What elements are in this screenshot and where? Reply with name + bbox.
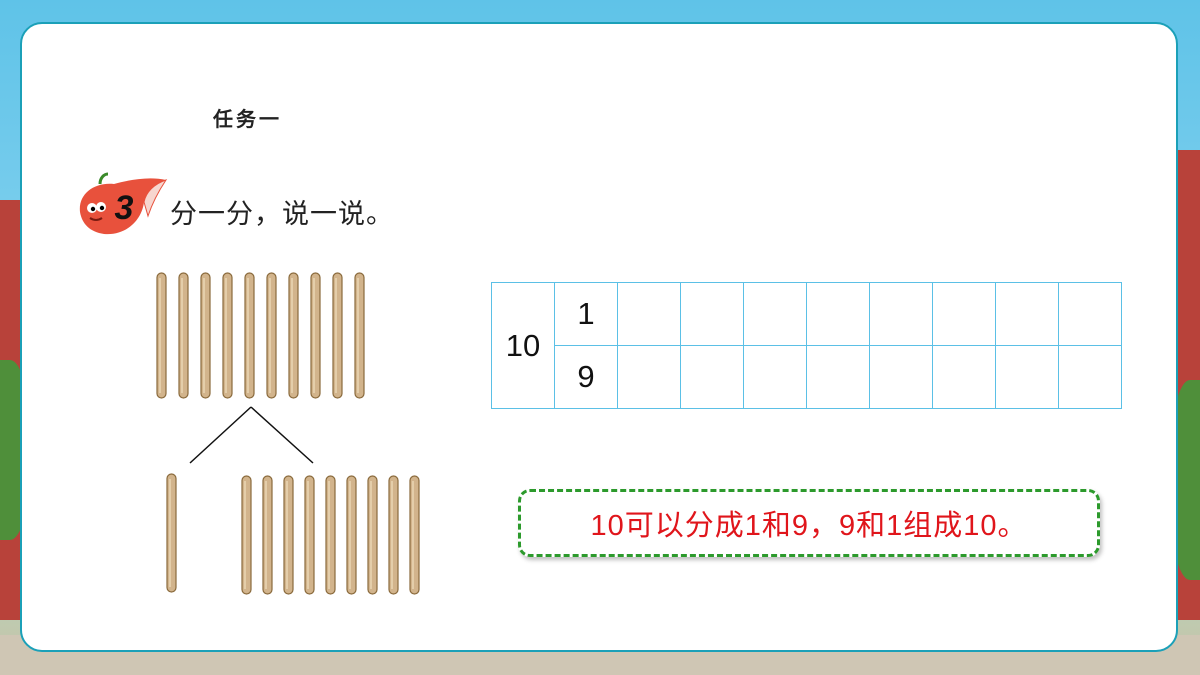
conclusion-statement-box: 10可以分成1和9，9和1组成10。 [518,489,1100,557]
counting-stick [332,272,343,399]
grid-row-top: 10 1 [491,282,1122,409]
right-stick-group [241,475,420,595]
counting-stick [288,272,299,399]
counting-stick [283,475,294,595]
grid-empty-cell[interactable] [869,282,933,346]
split-line-left [189,406,252,464]
counting-sticks-illustration [156,272,420,595]
decomposition-grid: 10 1 9 [491,282,1122,409]
counting-stick [409,475,420,595]
counting-stick [222,272,233,399]
counting-stick [304,475,315,595]
grid-empty-cell[interactable] [932,345,996,409]
grid-empty-cell[interactable] [680,345,744,409]
grid-row-bottom: 9 [492,345,1122,409]
split-line-right [250,406,314,464]
grid-empty-cell[interactable] [743,345,807,409]
top-stick-bundle [156,272,365,399]
grid-empty-cell[interactable] [995,282,1059,346]
grid-empty-cell[interactable] [995,345,1059,409]
grid-cell-part-bottom: 9 [554,345,618,409]
grid-cell-whole: 10 [491,282,555,409]
grid-empty-cell[interactable] [869,345,933,409]
grid-empty-cell[interactable] [1058,345,1122,409]
grid-empty-cell[interactable] [806,345,870,409]
counting-stick [266,272,277,399]
counting-stick [178,272,189,399]
counting-stick [310,272,321,399]
task-title: 任务一 [213,107,282,131]
conclusion-statement-text: 10可以分成1和9，9和1组成10。 [590,510,1028,542]
counting-stick [166,473,177,593]
counting-stick [200,272,211,399]
grid-cell-part-top: 1 [554,282,618,346]
grid-empty-cell[interactable] [1058,282,1122,346]
counting-stick [388,475,399,595]
counting-stick [325,475,336,595]
grid-empty-cell[interactable] [680,282,744,346]
counting-stick [346,475,357,595]
grid-empty-cell[interactable] [617,345,681,409]
counting-stick [367,475,378,595]
exercise-number: 3 [115,189,134,227]
counting-stick [241,475,252,595]
counting-stick [354,272,365,399]
grid-empty-cell[interactable] [743,282,807,346]
left-stick-group [166,473,177,593]
counting-stick [262,475,273,595]
counting-stick [156,272,167,399]
counting-stick [244,272,255,399]
grid-empty-cell[interactable] [617,282,681,346]
grid-empty-cell[interactable] [806,282,870,346]
exercise-prompt: 分一分，说一说。 [170,199,394,230]
grid-empty-cell[interactable] [932,282,996,346]
exercise-number-badge-icon: 3 [79,172,168,235]
